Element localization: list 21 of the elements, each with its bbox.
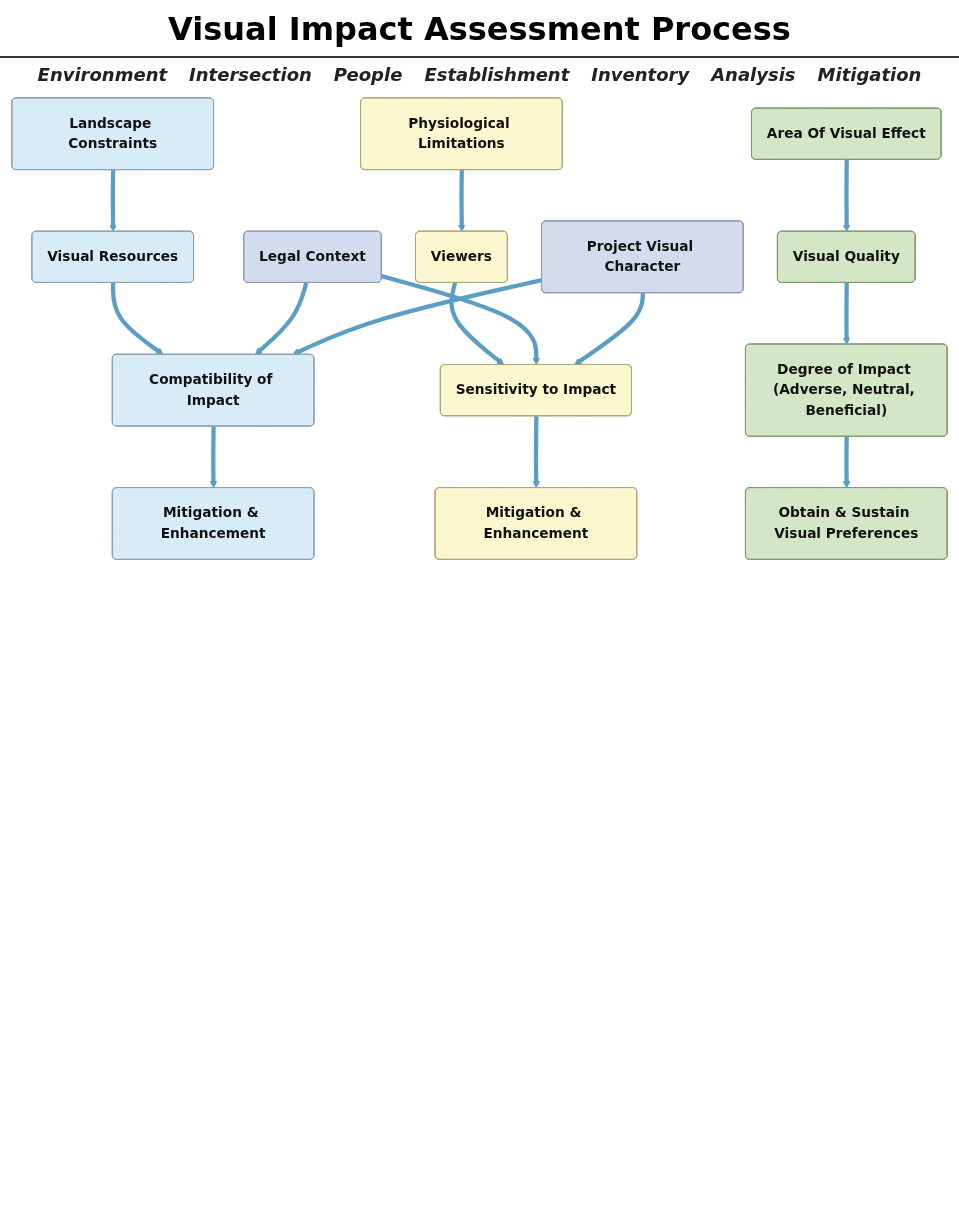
arrow bbox=[532, 416, 540, 489]
arrow bbox=[458, 170, 466, 232]
arrow bbox=[449, 282, 505, 366]
arrow bbox=[842, 282, 851, 345]
heading-label: Environment bbox=[37, 64, 168, 85]
heading-label: Establishment bbox=[424, 64, 570, 85]
arrow bbox=[574, 293, 645, 366]
title: Visual Impact Assessment Process bbox=[0, 10, 959, 58]
arrow bbox=[110, 282, 164, 355]
heading-label: Analysis bbox=[711, 64, 796, 85]
heading-label: Intersection bbox=[189, 64, 312, 85]
arrow bbox=[209, 426, 218, 489]
heading-label: Inventory bbox=[591, 64, 690, 85]
arrow bbox=[254, 282, 309, 355]
heading-label: Mitigation bbox=[817, 64, 922, 85]
arrow bbox=[292, 278, 543, 356]
heading-label: People bbox=[333, 64, 403, 85]
arrow bbox=[109, 170, 117, 232]
arrow bbox=[381, 274, 541, 366]
arrow bbox=[842, 436, 851, 489]
arrow bbox=[842, 159, 851, 232]
